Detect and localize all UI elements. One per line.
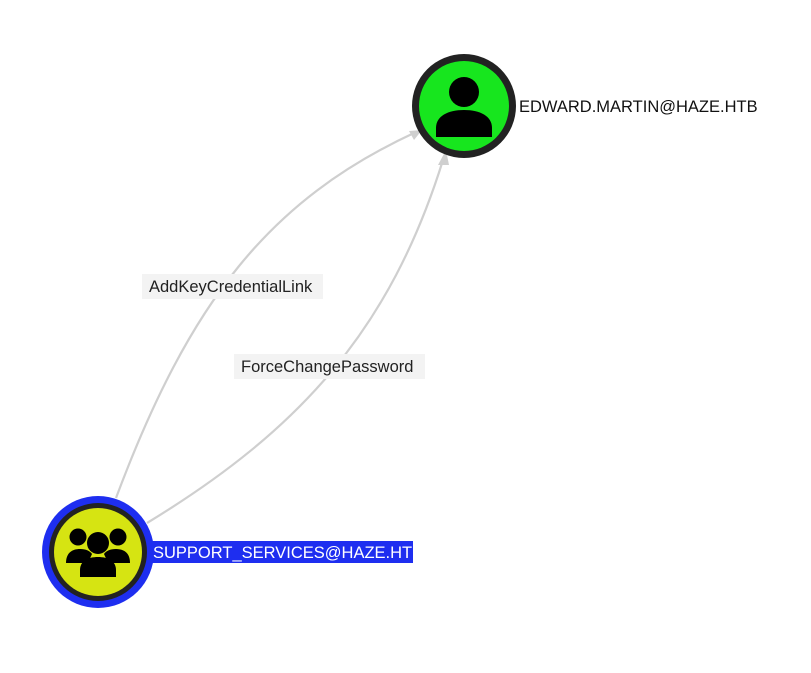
- node-support-services-label-highlight: [151, 541, 413, 563]
- edge-addkeycredentiallink-arrowhead: [409, 130, 422, 140]
- edge-label-forcechangepassword-text: ForceChangePassword: [241, 358, 413, 376]
- node-support-services-label-text: SUPPORT_SERVICES@HAZE.HTB: [153, 544, 423, 562]
- user-icon: [436, 77, 492, 137]
- group-icon: [66, 528, 130, 577]
- edge-label-forcechangepassword[interactable]: ForceChangePassword: [234, 354, 425, 379]
- edge-label-addkeycredentiallink-text: AddKeyCredentialLink: [149, 278, 313, 296]
- node-edward-martin-label: EDWARD.MARTIN@HAZE.HTB: [519, 98, 758, 116]
- node-edward-martin[interactable]: EDWARD.MARTIN@HAZE.HTB: [412, 54, 758, 158]
- edge-label-addkeycredentiallink-background: [142, 274, 323, 299]
- node-support-services-label: SUPPORT_SERVICES@HAZE.HTB: [151, 541, 423, 563]
- node-support-services[interactable]: SUPPORT_SERVICES@HAZE.HTB: [42, 496, 423, 608]
- edge-forcechangepassword-line[interactable]: [146, 159, 445, 524]
- edge-addkeycredentiallink[interactable]: [114, 130, 422, 499]
- edge-label-forcechangepassword-background: [234, 354, 425, 379]
- edge-addkeycredentiallink-line[interactable]: [114, 132, 415, 499]
- edge-label-addkeycredentiallink[interactable]: AddKeyCredentialLink: [142, 274, 323, 299]
